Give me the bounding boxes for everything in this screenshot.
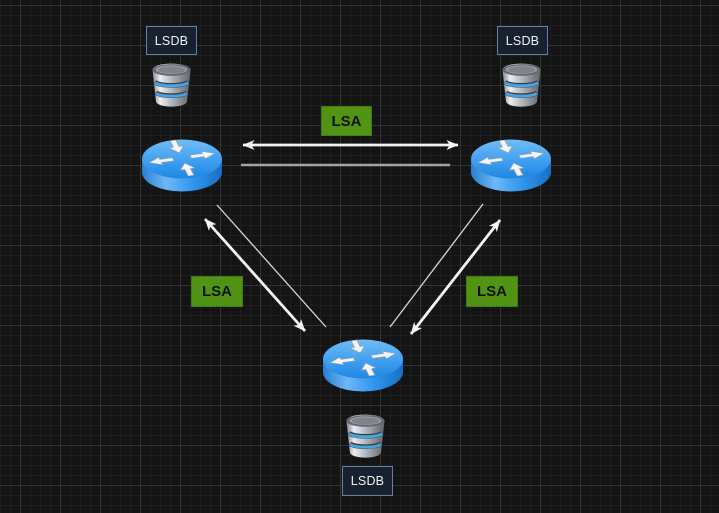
lsdb-label-text: LSDB	[350, 474, 385, 488]
lsa-label-text: LSA	[331, 112, 362, 130]
lsa-label-text: LSA	[477, 283, 507, 300]
lsdb-label-text: LSDB	[505, 33, 540, 48]
edge-link-left[interactable]	[216, 204, 327, 328]
router-icon	[323, 339, 403, 392]
database-bottom[interactable]	[345, 414, 386, 458]
lsa-label-top[interactable]: LSA	[321, 106, 372, 136]
router-bottom[interactable]	[321, 338, 405, 394]
database-top-right[interactable]	[501, 63, 542, 107]
database-icon	[152, 63, 191, 107]
lsdb-label-top-left[interactable]: LSDB	[146, 26, 197, 55]
edge-lsa-exchange-left[interactable]	[203, 218, 307, 332]
database-icon	[346, 414, 385, 458]
router-left[interactable]	[140, 138, 224, 194]
edge-lsa-exchange-right[interactable]	[409, 219, 502, 335]
router-icon	[471, 139, 551, 192]
lsa-label-left[interactable]: LSA	[191, 276, 243, 307]
router-right[interactable]	[469, 138, 553, 194]
router-icon	[142, 139, 222, 192]
edge-link-right[interactable]	[389, 203, 484, 328]
lsdb-label-top-right[interactable]: LSDB	[497, 26, 548, 55]
lsdb-label-text: LSDB	[154, 33, 189, 48]
lsdb-label-bottom[interactable]: LSDB	[342, 466, 393, 496]
lsa-label-right[interactable]: LSA	[466, 276, 518, 307]
database-icon	[502, 63, 541, 107]
database-top-left[interactable]	[151, 63, 192, 107]
lsa-label-text: LSA	[202, 283, 232, 300]
